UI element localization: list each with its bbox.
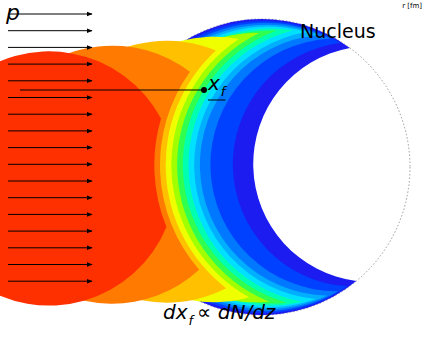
beam-arrow [8,47,92,48]
beam-arrow [8,30,92,31]
beam-arrows [8,14,92,281]
beam-arrow [8,247,92,248]
text-label: ∝ dN/dz [197,302,275,322]
text-label: r [fm] [402,3,422,10]
beam-arrow [8,64,92,65]
text-label: p [6,2,20,24]
beam-arrow [8,231,92,232]
text-label: f [221,85,226,98]
beam-arrow [8,214,92,215]
beam-arrow [8,97,92,98]
beam-arrow [8,114,92,115]
beam-arrow [8,264,92,265]
beam-arrow [8,281,92,282]
beam-arrow [8,197,92,198]
beam-arrow [8,130,92,131]
text-label: dx [163,302,188,322]
beam-arrow [8,164,92,165]
beam-arrow [8,14,92,15]
point-marker [201,87,207,93]
leader-line [20,89,201,90]
beam-arrow [8,80,92,81]
density-map [0,19,356,315]
text-label: x [208,73,220,93]
underline [208,100,225,101]
beam-arrow [8,147,92,148]
text-label: f [189,314,194,327]
text-label: Nucleus [300,22,376,41]
beam-arrow [8,181,92,182]
